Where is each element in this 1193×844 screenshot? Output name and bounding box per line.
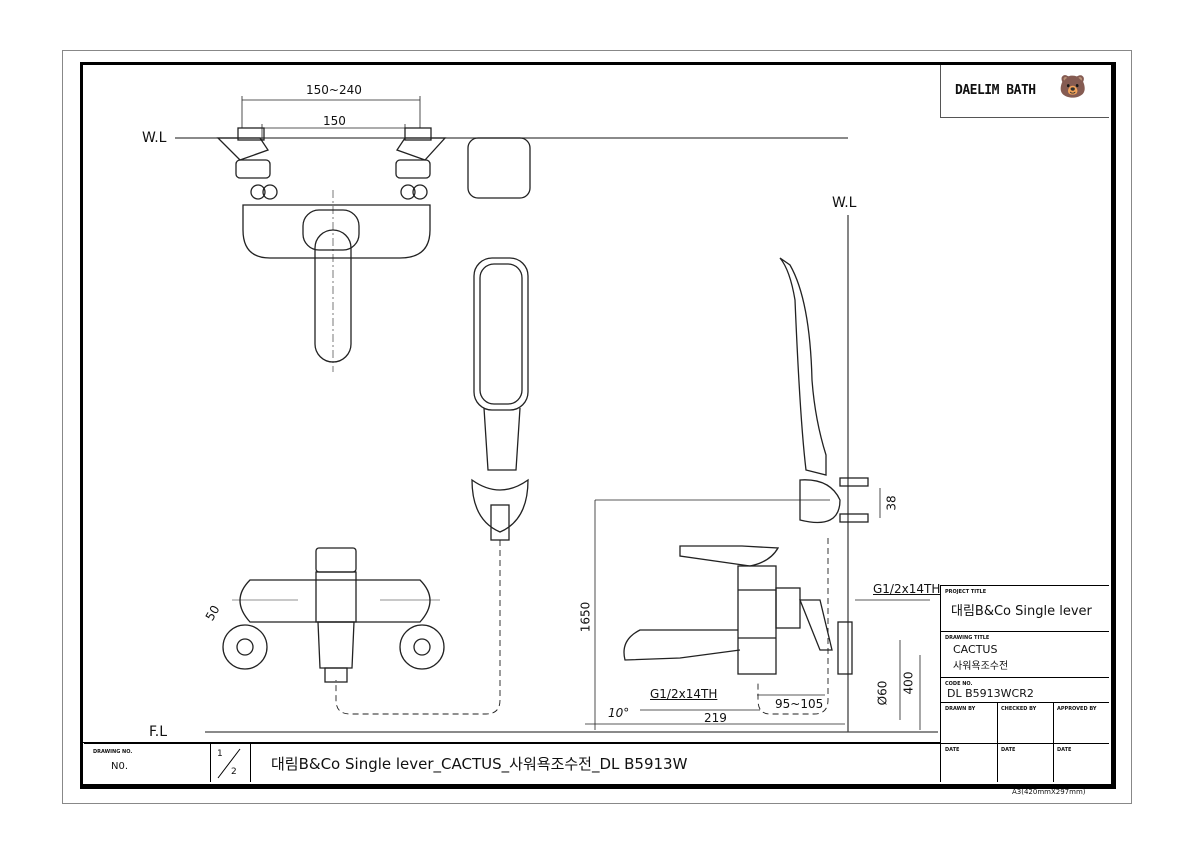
dim-pitch-range: 150~240 bbox=[306, 83, 362, 97]
polar-bear-icon: 🐻 bbox=[1059, 75, 1087, 100]
dim-install-height: 400 bbox=[901, 671, 916, 695]
project-title-cell: PROJECT TITLE 대림B&Co Single lever bbox=[940, 585, 1109, 632]
drawing-title: CACTUS bbox=[953, 643, 998, 656]
project-title: 대림B&Co Single lever bbox=[951, 604, 1092, 619]
full-drawing-title: 대림B&Co Single lever_CACTUS_사워욕조수전_DL B59… bbox=[271, 755, 688, 773]
hose-side bbox=[757, 538, 829, 715]
code-number: DL B5913WCR2 bbox=[947, 687, 1034, 700]
logo-text: DAELIM BATH bbox=[955, 83, 1036, 98]
paper-size: A3(420mmX297mm) bbox=[1012, 788, 1086, 796]
drawn-by-label: DRAWN BY bbox=[945, 706, 976, 712]
dim-thread-outlet: G1/2x14TH bbox=[650, 687, 718, 701]
sheet-slash bbox=[217, 748, 241, 779]
floor-line-label: F.L bbox=[149, 724, 168, 740]
date-label: DATE bbox=[1057, 747, 1072, 753]
dim-flange-dia: Ø60 bbox=[875, 680, 890, 706]
dim-thread-inlet: G1/2x14TH bbox=[873, 582, 941, 596]
drawing-title-label: DRAWING TITLE bbox=[945, 635, 990, 641]
project-title-label: PROJECT TITLE bbox=[945, 589, 987, 595]
approved-by-label: APPROVED BY bbox=[1057, 706, 1097, 712]
sheet-number: 1 bbox=[217, 749, 223, 759]
water-line-label: W.L bbox=[832, 195, 857, 211]
drawing-no: N0. bbox=[111, 761, 129, 772]
date-label: DATE bbox=[1001, 747, 1016, 753]
dim-pitch: 150 bbox=[323, 114, 346, 128]
dim-projection: 219 bbox=[704, 711, 727, 725]
code-cell: CODE NO. DL B5913WCR2 bbox=[940, 677, 1109, 703]
dim-wall-range: 95~105 bbox=[775, 697, 824, 711]
front-view-faucet bbox=[222, 547, 445, 683]
dimension-lines bbox=[241, 96, 930, 730]
dim-holder-spacing: 38 bbox=[884, 495, 899, 511]
water-line-label: W.L bbox=[142, 130, 167, 146]
checked-by-label: CHECKED BY bbox=[1001, 706, 1037, 712]
code-label: CODE NO. bbox=[945, 681, 973, 687]
hose bbox=[335, 540, 501, 715]
top-view-faucet bbox=[216, 127, 531, 372]
approval-grid: DRAWN BY CHECKED BY APPROVED BY DATE DAT… bbox=[84, 702, 1109, 782]
drawing-no-label: DRAWING NO. bbox=[93, 749, 133, 755]
hand-shower-front bbox=[471, 257, 529, 541]
drawing-title-korean: 사워욕조수전 bbox=[953, 661, 1009, 672]
dim-height: 1650 bbox=[578, 601, 593, 633]
sheet-total: 2 bbox=[231, 767, 237, 777]
bottom-title-bar: DRAWING NO. N0. 1 2 대림B&Co Single lever_… bbox=[83, 742, 940, 782]
date-label: DATE bbox=[945, 747, 960, 753]
company-logo: DAELIM BATH 🐻 bbox=[940, 65, 1109, 118]
side-view-faucet bbox=[623, 257, 869, 675]
drawing-frame bbox=[80, 62, 1116, 789]
drawing-title-cell: DRAWING TITLE CACTUS 사워욕조수전 bbox=[940, 631, 1109, 678]
dim-spout-angle: 10° bbox=[608, 706, 630, 720]
sheet-border bbox=[62, 50, 1132, 804]
